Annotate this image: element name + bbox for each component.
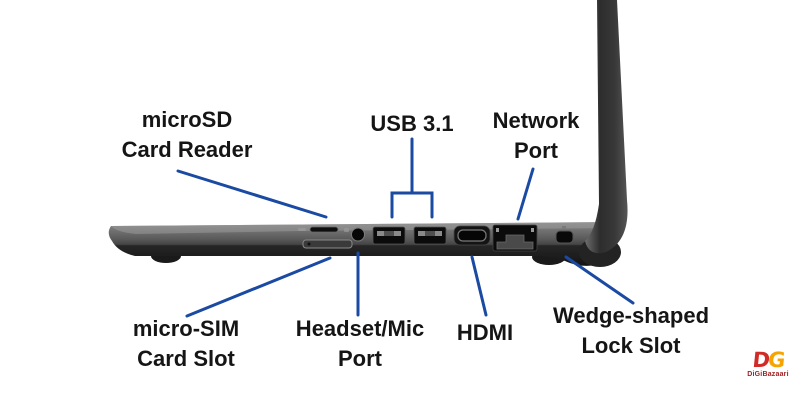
microsim-label-line1: micro-SIM [132,316,240,341]
hdmi-port-icon [453,225,491,246]
lock-label: Wedge-shaped Lock Slot [553,301,709,361]
ports-group [298,224,574,252]
monogram-letter-g: G [766,348,785,372]
microsd-leader-line [176,169,328,219]
digibazaari-monogram-icon: DG [739,348,797,372]
microsim-label: micro-SIM Card Slot [133,314,239,374]
network-leader-line [516,167,535,221]
ethernet-port-icon [492,224,538,252]
headset-label-marking [344,228,349,232]
microsd-label-line1: microSD [141,107,233,132]
microsim-leader-line [185,256,332,318]
hdmi-leader-line [470,255,488,317]
digibazaari-logo: DG DiGiBazaari [739,348,797,379]
usb-label: USB 3.1 [370,109,453,139]
usb-leader-bracket [390,191,434,219]
usb-label-line1: USB 3.1 [370,111,454,136]
lock-label-line1: Wedge-shaped [552,303,710,328]
headset-label-line2: Port [337,346,382,371]
network-label-line2: Port [513,138,558,163]
headset-jack-icon [351,227,365,242]
network-label: Network Port [493,106,580,166]
headset-label-line1: Headset/Mic [295,316,425,341]
microsd-label: microSD Card Reader [122,105,253,165]
headset-label: Headset/Mic Port [296,314,424,374]
network-label-line1: Network [492,108,580,133]
microsd-slot-icon [309,226,339,233]
leader-lines [176,137,635,318]
microsd-label-line2: Card Reader [121,137,253,162]
hdmi-label: HDMI [457,318,513,348]
lock-leader-line [564,255,635,305]
laptop-top-edge-highlight [111,222,615,234]
microsim-label-line2: Card Slot [137,346,235,371]
brand-name-text: DiGiBazaari [747,371,789,378]
micro-sim-tray-icon [302,239,353,249]
lock-label-marking [562,226,566,229]
wedge-lock-slot-icon [555,230,574,244]
microsd-label-marking [298,228,306,231]
hdmi-label-line1: HDMI [456,320,514,345]
usb-port-icon [413,226,447,245]
usb-port-icon [372,226,406,245]
laptop-lid [585,0,628,254]
sim-eject-hole [307,242,311,246]
lock-label-line2: Lock Slot [581,333,681,358]
